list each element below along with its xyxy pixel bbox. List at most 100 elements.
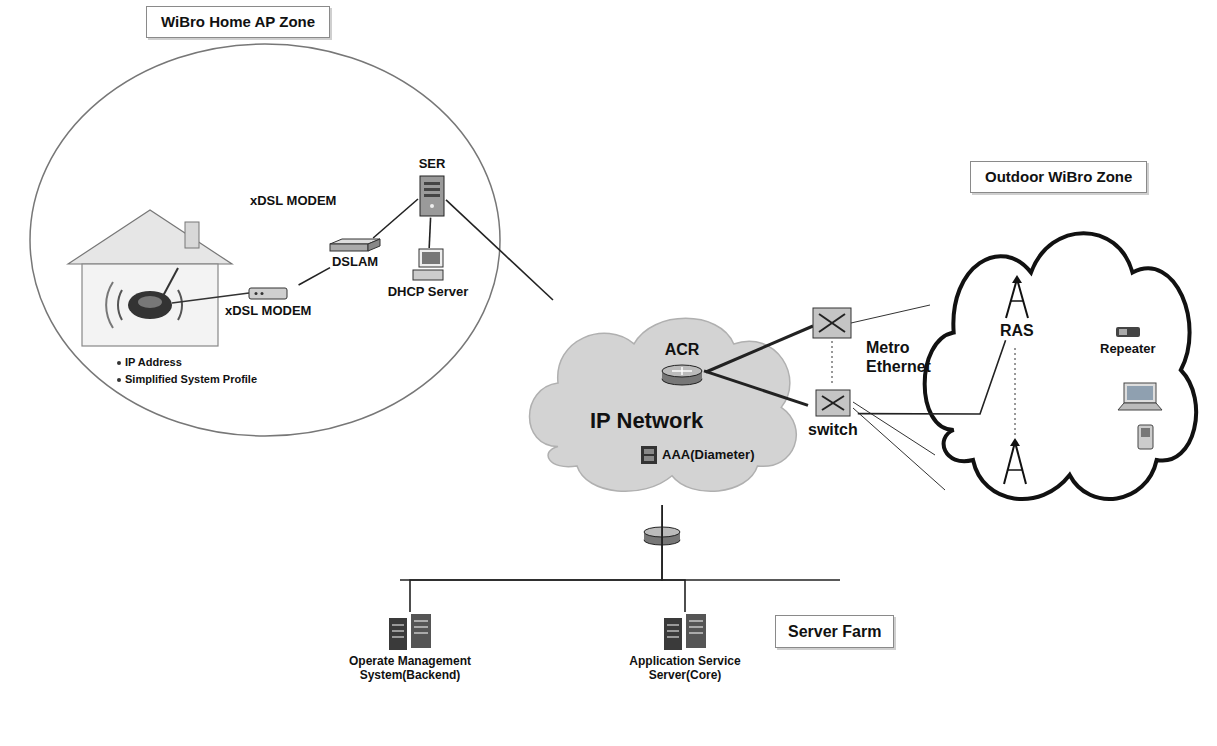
icon-part [822,396,844,410]
house-chimney [185,222,199,248]
icon-part [641,446,657,464]
device-node: Application Service Server(Core) [610,612,760,683]
tower-symbol [1004,442,1015,484]
icon-part [392,636,404,638]
cloud-shape [925,233,1196,499]
icon-part [420,176,444,216]
wire [853,408,945,490]
access-point [138,296,162,308]
house-roof [68,210,232,264]
icon-part [686,614,706,648]
note-label: xDSL MODEM [250,193,336,209]
repeater-icon [1115,325,1141,339]
network-cloud: Outdoor WiBro ZoneRASRepeater [915,205,1205,520]
node-label: WiBro Home AP Zone [146,6,330,38]
node-label: DSLAM [332,254,378,270]
icon-part [424,194,440,197]
icon-part [1006,279,1017,318]
zone-outline [30,44,500,436]
zone-region: WiBro Home AP ZonexDSL MODEMDSLAMSERDHCP… [28,42,502,438]
radio-wave [178,290,182,320]
pda-symbol [1138,425,1153,449]
device-node: xDSL MODEM [225,285,311,319]
bullet [117,361,121,365]
laptop-symbol [1127,386,1153,400]
device-node: SER [418,156,446,218]
switch-symbol [819,314,845,332]
switch-symbol [819,314,845,332]
device-node: AAA(Diameter) [640,445,754,465]
icon-part [414,632,428,634]
icon-part [689,626,703,628]
icon-part [689,620,703,622]
tower-symbol [1010,438,1020,446]
icon-part [368,239,380,251]
node-label: Repeater [1100,341,1156,357]
node-label: AAA(Diameter) [662,447,754,463]
icon-part [414,620,428,622]
node-label: RAS [1000,321,1034,340]
cloud-shape [530,318,797,491]
node-label: DHCP Server [388,284,469,300]
connector [410,505,662,612]
device-node: ACR [660,340,704,387]
house-body [82,264,218,346]
icon-part [681,367,683,375]
switch-symbol [813,308,851,338]
icon-part [1119,329,1127,335]
device-node: DSLAM [330,238,380,270]
laptop-symbol [1118,403,1162,410]
connector [429,218,430,248]
icon-part [1011,300,1023,302]
icon-part [424,182,440,185]
servers-icon [387,612,433,652]
icon-part [424,188,440,191]
note-label: Metro Ethernet [866,338,946,376]
tower-symbol [1015,442,1026,484]
icon-part [1012,275,1022,283]
outline [28,42,502,438]
icon-part [413,270,443,280]
node-label: switch [808,420,858,439]
switch-icon [814,388,852,418]
icon-part [662,365,702,377]
icon-part [667,630,679,632]
connector [662,505,685,612]
pda-symbol [1141,428,1150,437]
icon-part [1116,327,1140,337]
dotted-link [832,341,833,385]
bullet [117,378,121,382]
node-label: Server Farm [788,622,881,641]
radio-wave [106,282,113,328]
note-label: Simplified System Profile [125,373,257,386]
connector [299,268,330,285]
icon-part [816,390,850,416]
icon-part [422,252,440,264]
node-label: xDSL MODEM [225,303,311,319]
server-icon [418,174,446,218]
wire [853,402,935,455]
node-label: Outdoor WiBro Zone [970,161,1147,193]
icon-part [689,632,703,634]
pc-icon [411,248,445,282]
node-label: Application Service Server(Core) [610,654,760,683]
icon-part [330,244,368,251]
router-icon [660,361,704,387]
icon-part [664,618,682,650]
outline [520,300,805,505]
note-label: IP Address [125,356,182,369]
dotted-link [1015,348,1016,438]
icon-part [1017,279,1028,318]
device-node: switch [808,388,858,439]
servers-icon [662,612,708,652]
device-node: Repeater [1100,325,1156,357]
label-box: Server Farm [775,615,894,648]
icon-part [261,292,264,295]
wire [172,293,249,303]
laptop-symbol [1124,383,1156,403]
access-point [128,291,172,319]
tower-symbol [1008,469,1022,471]
tower-icon [1002,275,1032,319]
device-node: RAS [1000,275,1034,340]
